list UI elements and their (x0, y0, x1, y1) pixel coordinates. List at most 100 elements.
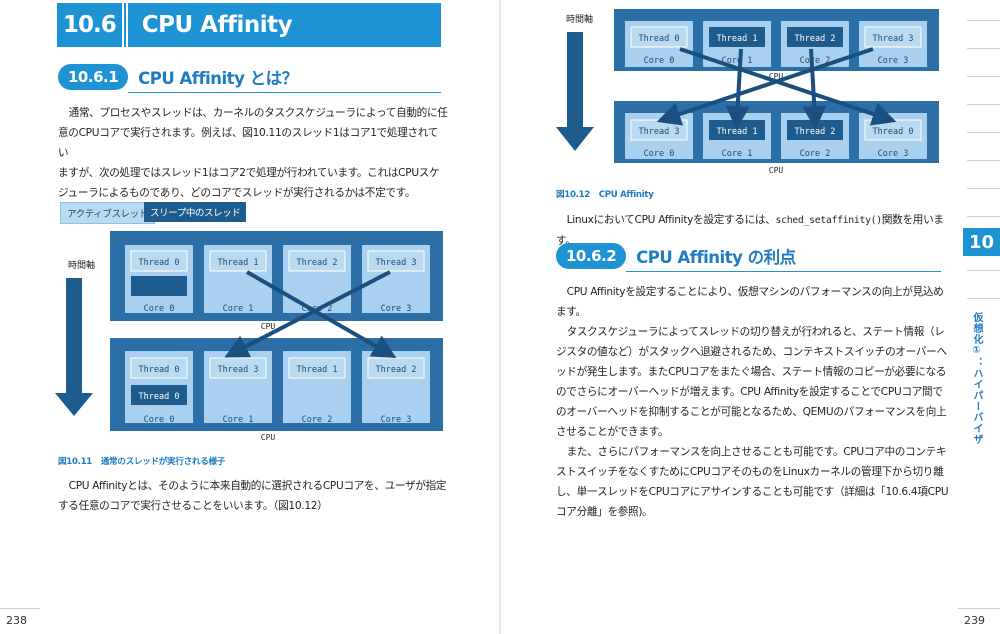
linux-sentence: LinuxにおいてCPU Affinityを設定するには、sched_setaf… (556, 210, 956, 251)
legend-active-thread: アクティブスレッド (60, 202, 155, 224)
chapter-title: CPU Affinity (141, 12, 293, 38)
section-number: 10.6.2 (556, 243, 627, 269)
function-name: sched_setaffinity() (775, 215, 883, 226)
core-label: Core 3 (878, 149, 909, 159)
section-title: CPU Affinity とは？ (138, 69, 298, 88)
figure-10-12: Thread 0 Thread 1 Thread 2 Thread 3 Core… (556, 9, 939, 175)
figure-number: 図10.11 (58, 457, 92, 467)
margin-tab-line (967, 76, 1000, 77)
thread-label: Thread 3 (376, 258, 417, 268)
core-label: Core 2 (800, 56, 831, 66)
time-axis-shaft (66, 278, 82, 398)
chapter-tab: 10 (963, 228, 1000, 256)
intro-line: ジューラによるものであり、どのコアでスレッドが実行されるかは不定です。 (58, 187, 416, 199)
chapter-title-banner: 10.6 CPU Affinity (57, 3, 441, 47)
figure-caption-text: CPU Affinity (598, 190, 654, 200)
margin-tab-line (967, 188, 1000, 189)
thread-label: Thread 0 (139, 258, 180, 268)
thread-box-sleeping (709, 27, 765, 47)
thread-box-sleeping (709, 120, 765, 140)
section-rule (626, 271, 941, 272)
section-heading-1061: 10.6.1 CPU Affinity とは？ (58, 64, 298, 90)
chapter-number: 10.6 (63, 12, 117, 38)
cpu-label: CPU (261, 433, 276, 442)
cpu-label: CPU (769, 166, 784, 175)
core-label: Core 0 (644, 56, 675, 66)
thread-label: Thread 3 (873, 34, 914, 44)
time-axis-arrowhead (556, 127, 594, 151)
body-line: ッドが発生します。またCPUコアをまたぐ場合、ステート情報のコピーが必要になる (556, 366, 947, 378)
body-line: のオーバーヘッドを抑制することが可能となるため、QEMUのパフォーマンスを向上 (556, 406, 947, 418)
page-number-right: 239 (964, 614, 985, 627)
page-rule-left (0, 608, 40, 609)
thread-box-sleeping (131, 385, 187, 405)
figure-caption-10-11: 図10.11 通常のスレッドが実行される様子 (58, 455, 225, 467)
thread-label: Thread 1 (717, 34, 758, 44)
intro-line: 通常、プロセスやスレッドは、カーネルのタスクスケジューラによって自動的に任 (68, 107, 448, 119)
time-axis-label: 時間軸 (566, 15, 594, 25)
thread-label: Thread 1 (717, 127, 758, 137)
thread-box-sleeping (131, 276, 187, 296)
core-label: Core 0 (644, 149, 675, 159)
core-label: Core 2 (800, 149, 831, 159)
thread-label: Thread 0 (639, 34, 680, 44)
thread-label: Thread 0 (873, 127, 914, 137)
thread-label: Thread 3 (218, 365, 259, 375)
figure-10-11: Thread 0 Thread 1 Thread 2 Thread 3 Core… (55, 231, 443, 442)
thread-label: Thread 2 (795, 127, 836, 137)
core-label: Core 3 (381, 415, 412, 425)
affinity-arrows (656, 47, 897, 130)
thread-label: Thread 2 (795, 34, 836, 44)
time-axis-shaft (567, 32, 583, 132)
thread-label: Thread 0 (139, 365, 180, 375)
body-line: のでさらにオーバーヘッドが増えます。CPU Affinityを設定することでCP… (556, 386, 943, 398)
margin-tab-line (967, 132, 1000, 133)
thread-box (288, 357, 346, 379)
thread-label-sleeping: Thread 0 (139, 392, 180, 402)
body-line: CPU Affinityを設定することにより、仮想マシンのパフォーマンスの向上が… (566, 286, 944, 298)
chapter-banner-divider (121, 3, 132, 47)
page-rule-right (958, 608, 1000, 609)
time-axis-label: 時間軸 (68, 261, 96, 271)
figure-caption-10-12: 図10.12 CPU Affinity (556, 188, 654, 200)
thread-box-sleeping (787, 120, 843, 140)
body-line: ストスイッチをなくすためにCPUコアそのものをLinuxカーネルの管理下から切り… (556, 466, 944, 478)
time-axis-arrowhead (55, 393, 93, 416)
cpu-label: CPU (769, 72, 784, 81)
intro-line: 意のCPUコアで実行されます。例えば、図10.11のスレッド1はコア1で処理され… (58, 127, 439, 159)
body-line: ます。 (556, 306, 586, 318)
thread-box (130, 357, 188, 379)
linux-sentence-pre: LinuxにおいてCPU Affinityを設定するには、 (566, 214, 776, 226)
intro-line: ますが、次の処理ではスレッド1はコア2で処理が行われています。これはCPUスケ (58, 167, 440, 179)
core-label: Core 2 (302, 415, 333, 425)
thread-label: Thread 2 (376, 365, 417, 375)
outro-paragraph: CPU Affinityとは、そのように本来自動的に選択されるCPUコアを、ユー… (58, 476, 448, 516)
section-title: CPU Affinity の利点 (636, 248, 796, 267)
thread-box (209, 357, 267, 379)
margin-tab-line (967, 104, 1000, 105)
outro-line: する任意のコアで実行させることをいいます。（図10.12） (58, 500, 328, 512)
thread-box (367, 250, 425, 272)
section-number: 10.6.1 (58, 64, 129, 90)
figure-number: 図10.12 (556, 190, 590, 200)
margin-tab-line (967, 48, 1000, 49)
outro-line: CPU Affinityとは、そのように本来自動的に選択されるCPUコアを、ユー… (68, 480, 447, 492)
core-label: Core 0 (144, 415, 175, 425)
thread-box (367, 357, 425, 379)
margin-tab-line (967, 160, 1000, 161)
core-label: Core 3 (381, 304, 412, 314)
page-number-left: 238 (6, 614, 27, 627)
thread-box (288, 250, 346, 272)
cpu-label: CPU (261, 322, 276, 331)
thread-box (130, 250, 188, 272)
core-label: Core 1 (223, 415, 254, 425)
core-label: Core 3 (878, 56, 909, 66)
thread-box-sleeping (787, 27, 843, 47)
legend-sleep-thread: スリープ中のスレッド (144, 202, 247, 222)
body-line: させることができます。 (556, 426, 669, 438)
thread-label: Thread 2 (297, 258, 338, 268)
body-line: ジスタの値など）がスタックへ退避されるため、コンテキストスイッチのオーバーヘ (556, 346, 947, 358)
thread-label: Thread 1 (218, 258, 259, 268)
body-line: し、単一スレッドをCPUコアにアサインすることも可能です（詳細は「10.6.4項… (556, 486, 949, 498)
thread-box (209, 250, 267, 272)
